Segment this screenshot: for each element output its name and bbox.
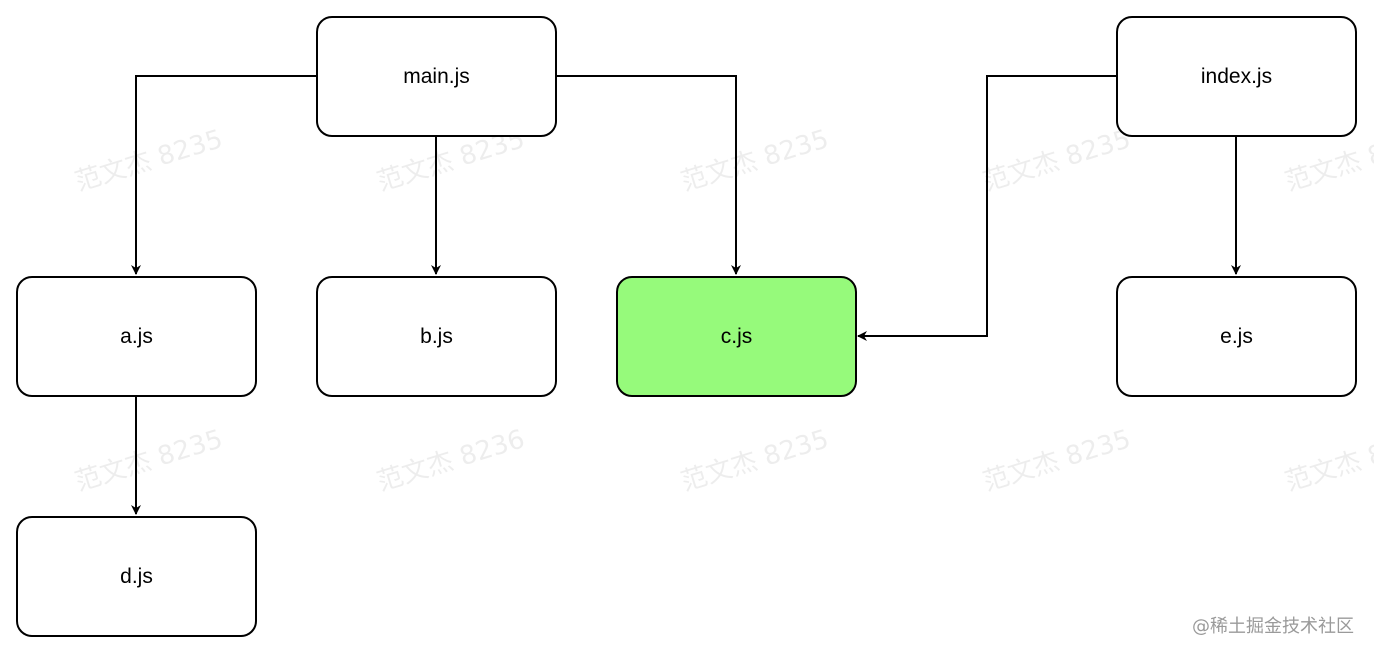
- node-label: main.js: [403, 64, 470, 88]
- node-main-js: main.js: [316, 16, 557, 137]
- node-a-js: a.js: [16, 276, 257, 397]
- node-label: d.js: [120, 564, 153, 588]
- edge-main-to-a: [131, 75, 316, 275]
- node-e-js: e.js: [1116, 276, 1357, 397]
- node-b-js: b.js: [316, 276, 557, 397]
- node-label: b.js: [420, 324, 453, 348]
- node-label: index.js: [1200, 64, 1273, 88]
- node-label: c.js: [720, 324, 753, 348]
- node-label: e.js: [1220, 324, 1253, 348]
- edge-main-to-c: [556, 75, 741, 275]
- source-credit: @稀土掘金技术社区: [1192, 616, 1354, 637]
- node-c-js: c.js: [616, 276, 857, 397]
- node-index-js: index.js: [1116, 16, 1357, 137]
- edge-index-to-c: [857, 75, 1116, 341]
- node-d-js: d.js: [16, 516, 257, 637]
- node-label: a.js: [120, 324, 153, 348]
